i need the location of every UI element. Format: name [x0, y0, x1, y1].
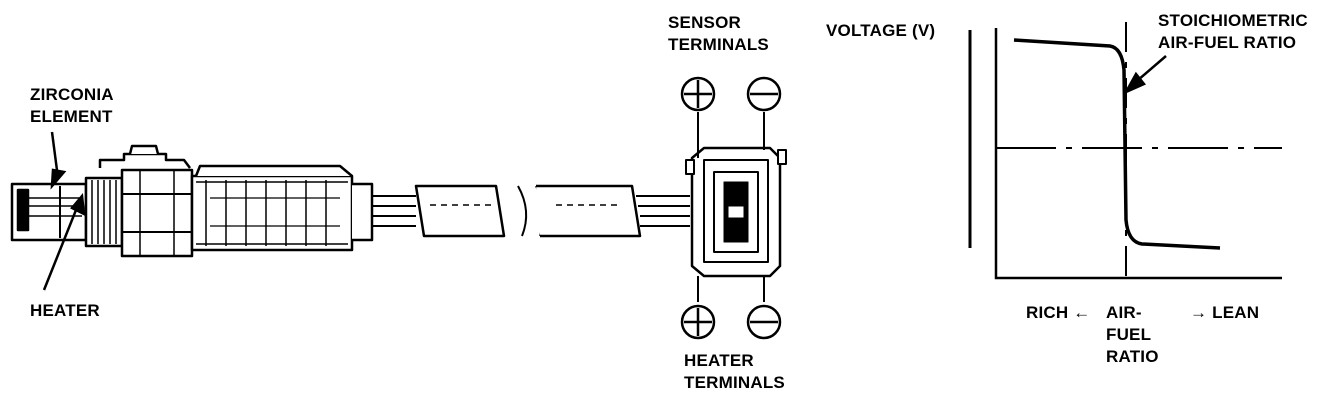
sensor-negative-terminal-icon: [746, 76, 782, 112]
lean-label: → LEAN: [1190, 303, 1260, 322]
air-fuel-ratio-axis-label: AIR- FUEL RATIO: [1106, 303, 1159, 366]
stoichiometric-label: STOICHIOMETRIC AIR-FUEL RATIO: [1158, 11, 1308, 52]
heater-terminals-label: HEATER TERMINALS: [684, 351, 785, 392]
sensor-positive-terminal-icon: [680, 76, 716, 112]
connector: [685, 146, 787, 278]
voltage-axis-label: VOLTAGE (V): [826, 21, 936, 40]
stoichiometric-arrow: [1123, 55, 1167, 95]
heater-label: HEATER: [30, 301, 100, 320]
voltage-curve: [1013, 38, 1221, 250]
zirconia-element-label: ZIRCONIA ELEMENT: [30, 85, 114, 126]
voltage-graph: [968, 22, 1282, 280]
rich-label: RICH ←: [1026, 303, 1091, 322]
zirconia-element-arrow: [50, 131, 67, 190]
heater-negative-terminal-icon: [746, 304, 782, 340]
heater-arrow: [42, 192, 86, 291]
terminal-leader-lines: [697, 112, 765, 302]
graph-frame: [994, 28, 1282, 280]
oxygen-sensor-body: [10, 144, 690, 258]
heater-positive-terminal-icon: [680, 304, 716, 340]
sensor-terminals-label: SENSOR TERMINALS: [668, 13, 769, 54]
